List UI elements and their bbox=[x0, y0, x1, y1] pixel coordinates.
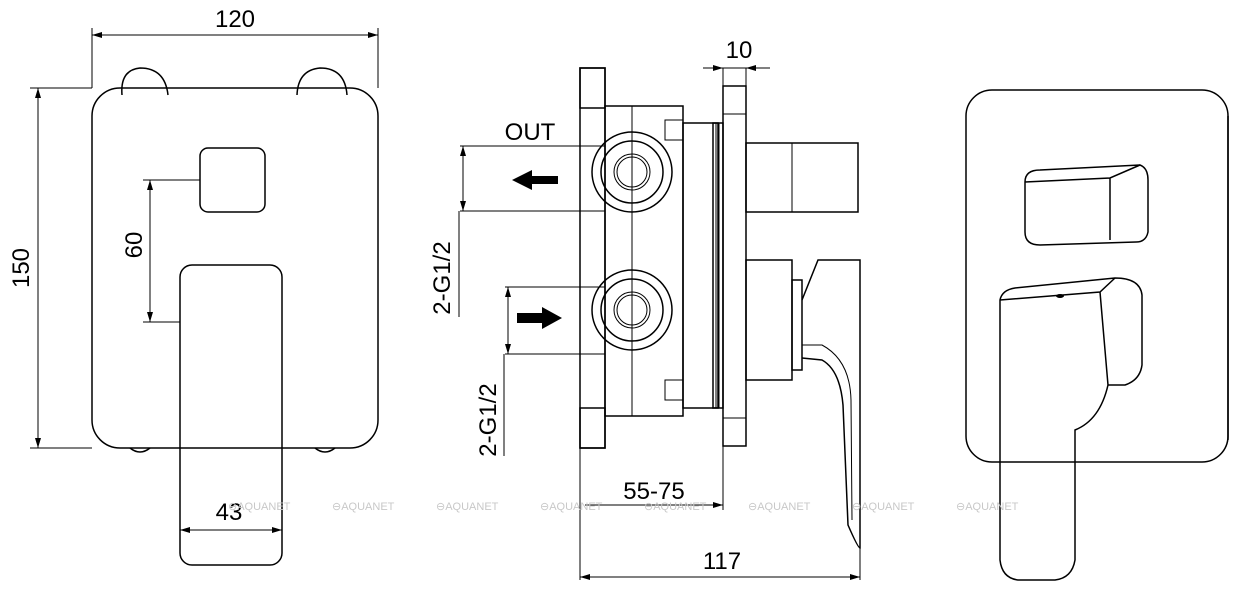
out-arrow-icon bbox=[512, 170, 558, 190]
diverter-knob bbox=[199, 147, 266, 213]
lever-side bbox=[801, 259, 861, 549]
valve-body bbox=[604, 105, 684, 417]
watermark: ⊖AQUANET bbox=[540, 501, 603, 513]
watermarks: ⊖AQUANET ⊖AQUANET ⊖AQUANET ⊖AQUANET ⊖AQU… bbox=[228, 501, 1019, 513]
watermark: ⊖AQUANET bbox=[956, 501, 1019, 513]
lever-handle bbox=[179, 264, 283, 566]
watermark: ⊖AQUANET bbox=[748, 501, 811, 513]
watermark: ⊖AQUANET bbox=[332, 501, 395, 513]
watermark: ⊖AQUANET bbox=[852, 501, 915, 513]
perspective-view bbox=[965, 89, 1229, 581]
watermark: ⊖AQUANET bbox=[436, 501, 499, 513]
outlet-port bbox=[591, 131, 673, 213]
knob-3d bbox=[1024, 164, 1149, 246]
dim-lever-width: 43 bbox=[216, 499, 243, 526]
lever-3d bbox=[999, 277, 1143, 581]
outlet-thread-label: 2-G1/2 bbox=[429, 241, 456, 314]
dim-height: 150 bbox=[8, 248, 35, 288]
cover-plate bbox=[91, 87, 379, 449]
side-view bbox=[458, 65, 861, 580]
mount-ear-left bbox=[121, 67, 169, 96]
plate-side bbox=[722, 85, 747, 447]
inlet-thread-label: 2-G1/2 bbox=[475, 383, 502, 456]
in-arrow-icon bbox=[517, 307, 562, 329]
knob-side bbox=[745, 142, 859, 213]
front-view bbox=[30, 28, 379, 566]
inlet-port bbox=[591, 269, 673, 351]
dim-total-depth: 117 bbox=[703, 548, 741, 575]
outlet-label: OUT bbox=[505, 119, 556, 146]
dim-plate-thickness: 10 bbox=[726, 37, 753, 64]
dim-install-depth: 55-75 bbox=[623, 478, 684, 505]
dim-width: 120 bbox=[215, 6, 255, 33]
dim-knob-lever: 60 bbox=[121, 232, 148, 259]
mount-ear-right bbox=[296, 67, 348, 96]
watermark: ⊖AQUANET bbox=[228, 501, 291, 513]
watermark: ⊖AQUANET bbox=[644, 501, 707, 513]
